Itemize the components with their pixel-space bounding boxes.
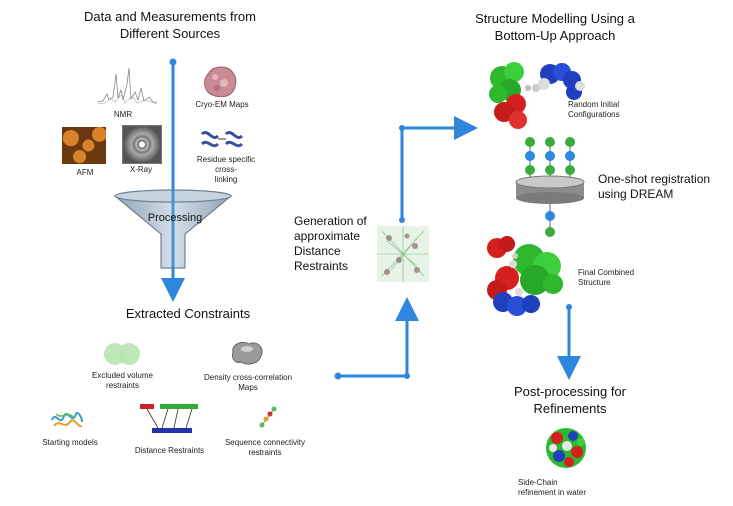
generation-title: Generation of approximate Distance Restr… bbox=[294, 214, 367, 273]
side-chain-protein-image bbox=[546, 428, 586, 468]
cryoem-label: Cryo-EM Maps bbox=[195, 100, 249, 109]
final-structure-protein-image bbox=[487, 236, 563, 316]
density-map-image bbox=[232, 341, 263, 365]
random-initial-label: Random Initial Configurations bbox=[568, 100, 620, 119]
afm-image bbox=[62, 127, 106, 164]
sequence-connectivity-image bbox=[259, 406, 277, 428]
extracted-constraints-title: Extracted Constraints bbox=[125, 306, 251, 321]
starting-models-label: Starting models bbox=[42, 438, 98, 447]
restraints-network-image bbox=[377, 226, 429, 282]
starting-models-image bbox=[51, 412, 83, 428]
xray-image bbox=[122, 125, 162, 164]
registration-title: One-shot registration using DREAM bbox=[598, 172, 711, 201]
distance-restraints-image bbox=[140, 404, 198, 433]
crosslinking-label: Residue specific cross- linking bbox=[196, 155, 256, 184]
nmr-spectrum-image bbox=[97, 67, 157, 105]
distance-restraints-label: Distance Restraints bbox=[134, 446, 205, 455]
random-initial-protein-image bbox=[489, 62, 585, 129]
xray-label: X-Ray bbox=[129, 165, 153, 174]
postprocessing-title: Post-processing for Refinements bbox=[514, 384, 626, 416]
modelling-title: Structure Modelling Using a Bottom-Up Ap… bbox=[475, 11, 635, 43]
dream-registration-image bbox=[515, 137, 585, 237]
processing-label: Processing bbox=[147, 212, 203, 224]
excluded-volume-image bbox=[104, 343, 140, 365]
processing-funnel bbox=[113, 188, 233, 270]
nmr-label: NMR bbox=[113, 110, 133, 119]
cryoem-map-image bbox=[204, 66, 237, 97]
sequence-connectivity-label: Sequence connectivity restraints bbox=[224, 438, 306, 457]
final-combined-label: Final Combined Structure bbox=[578, 268, 635, 287]
density-label: Density cross-correlation Maps bbox=[203, 373, 293, 392]
excluded-volume-label: Excluded volume restraints bbox=[92, 371, 153, 390]
sources-title: Data and Measurements from Different Sou… bbox=[84, 9, 256, 41]
side-chain-label: Side-Chain refinement in water bbox=[518, 478, 587, 497]
afm-label: AFM bbox=[76, 168, 94, 177]
crosslinking-image bbox=[200, 131, 244, 148]
